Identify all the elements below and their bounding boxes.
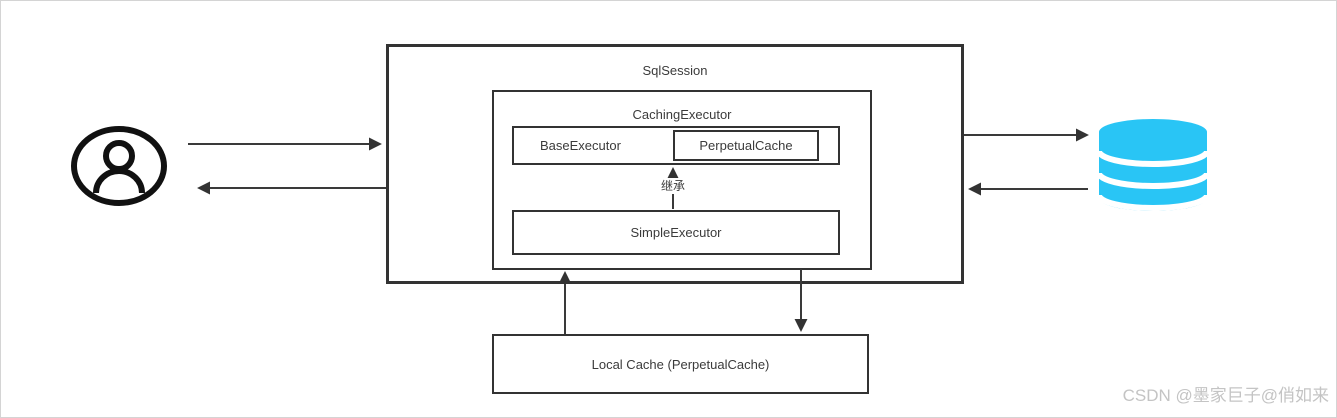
caching-executor-box: CachingExecutor BaseExecutor PerpetualCa… xyxy=(492,90,872,270)
sqlsession-box: SqlSession CachingExecutor BaseExecutor … xyxy=(386,44,964,284)
inheritance-label: 继承 xyxy=(653,178,693,194)
watermark: CSDN @墨家巨子@俏如来 xyxy=(1122,386,1329,405)
base-executor-label: BaseExecutor xyxy=(540,138,621,153)
user-icon xyxy=(70,125,168,207)
perpetual-cache-box: PerpetualCache xyxy=(673,130,819,161)
caching-executor-label: CachingExecutor xyxy=(632,107,732,122)
perpetual-cache-label: PerpetualCache xyxy=(699,138,793,153)
local-cache-label: Local Cache (PerpetualCache) xyxy=(591,356,770,372)
database-icon xyxy=(1096,119,1210,211)
base-executor-box: BaseExecutor PerpetualCache xyxy=(512,126,840,165)
sqlsession-label: SqlSession xyxy=(642,63,708,78)
simple-executor-label: SimpleExecutor xyxy=(630,225,722,240)
local-cache-box: Local Cache (PerpetualCache) xyxy=(492,334,869,394)
simple-executor-box: SimpleExecutor xyxy=(512,210,840,255)
